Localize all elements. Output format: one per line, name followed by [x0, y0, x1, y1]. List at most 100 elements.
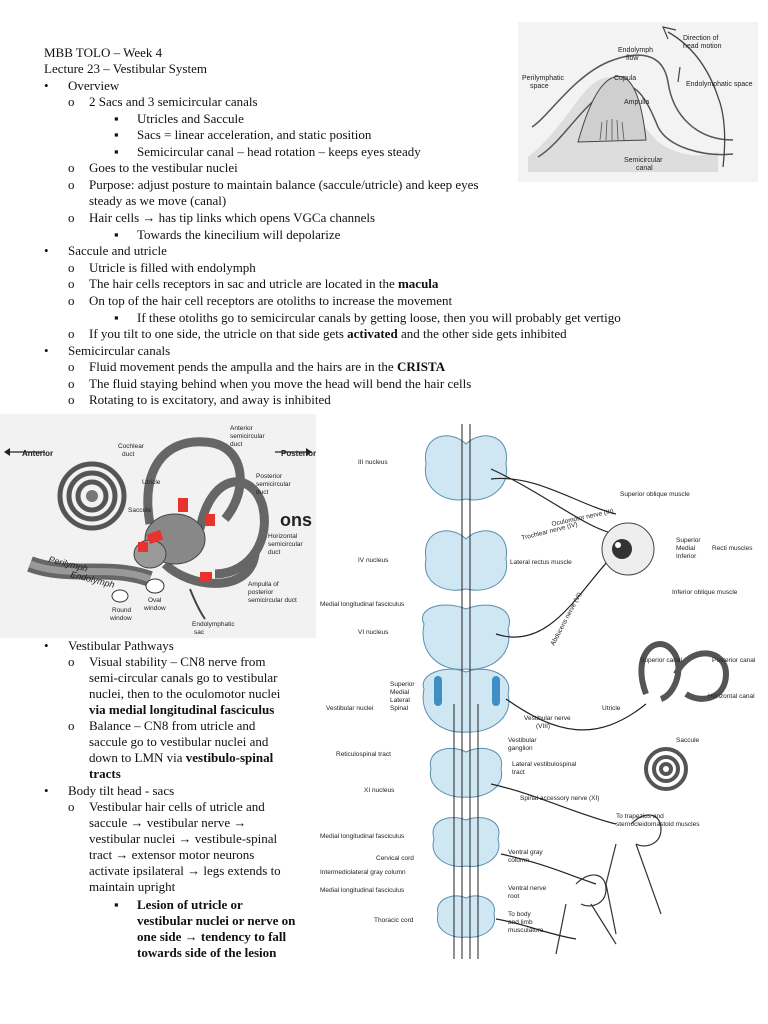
pathways-lesion-3: one side → tendency to fall — [137, 929, 287, 944]
label-sac: sac — [194, 629, 205, 636]
label-superior-oblique: Superior oblique muscle — [620, 491, 690, 498]
label-head-motion: head motion — [683, 43, 722, 50]
label-med-recti: Medial — [676, 545, 696, 552]
bullet-circle: o — [68, 276, 75, 291]
label-endolymph: Endolymph — [618, 47, 653, 54]
label-cupula: Cupula — [614, 75, 636, 82]
label-canal: canal — [636, 165, 653, 172]
label-spinal-accessory: Spinal accessory nerve (XI) — [520, 795, 599, 802]
label-superior-canal: Superior canal — [640, 657, 682, 664]
label-vestibular-ganglion-1: Vestibular — [508, 737, 537, 744]
label-abducens: Abducens nerve (VI) — [550, 591, 584, 647]
outline-fluid-pre: Fluid movement pends the ampulla and the… — [89, 359, 397, 374]
label-vestibular-nuclei: Vestibular nuclei — [326, 705, 373, 712]
label-to-body-2: and limb — [508, 919, 533, 926]
label-posterior-dir: Posterior — [281, 449, 316, 458]
inner-ear-diagram: Anterior Posterior Perilymph Endolymph — [4, 425, 316, 636]
label-duct-p: duct — [256, 489, 268, 496]
bullet-circle: o — [68, 160, 75, 175]
doc-header-course: MBB TOLO – Week 4 — [44, 45, 163, 60]
bullet-circle: o — [68, 359, 75, 374]
label-to-trapezius-2: sternocleidomastoid muscles — [616, 821, 700, 828]
bullet-circle: o — [68, 718, 75, 733]
bullet-circle: o — [68, 654, 75, 669]
bullet-square: ▪ — [114, 897, 119, 912]
figure-vestibular-pathways: III nucleus IV nucleus Medial longitudin… — [316, 414, 768, 970]
label-anterior-dir: Anterior — [22, 449, 53, 458]
bullet-circle: o — [68, 210, 75, 225]
label-inf-recti: Inferior — [676, 553, 697, 560]
label-semicircular-h: semicircular — [268, 541, 304, 548]
label-recti: Recti muscles — [712, 545, 753, 552]
outline-otoliths: On top of the hair cell receptors are ot… — [89, 293, 453, 308]
label-ventral-gray-1: Ventral gray — [508, 849, 543, 856]
pathways-visual-3: nuclei, then to the oculomotor nuclei — [89, 686, 281, 701]
bullet-circle: o — [68, 799, 75, 814]
bullet-square: ▪ — [114, 310, 119, 325]
pathways-balance-3-bold: vestibulo-spinal — [185, 750, 274, 765]
label-horizontal-canal: Horizontal canal — [708, 693, 755, 700]
bullet-disc: • — [44, 343, 49, 358]
label-ventral-gray-2: column — [508, 857, 529, 864]
label-space: space — [530, 83, 549, 90]
outline-tilt-post: and the other side gets inhibited — [397, 326, 567, 341]
pathways-tilt-5: activate ipsilateral → legs extends to — [89, 863, 281, 878]
label-perilymphatic: Perilymphatic — [522, 75, 565, 82]
label-utricle: Utricle — [142, 479, 161, 486]
bullet-circle: o — [68, 376, 75, 391]
label-flow: flow — [626, 55, 639, 62]
label-lateral: Lateral — [390, 697, 410, 704]
pathways-tilt-1: Vestibular hair cells of utricle and — [89, 799, 265, 814]
label-semicircular-p: semicircular — [256, 481, 292, 488]
outline-tilt: If you tilt to one side, the utricle on … — [89, 326, 567, 342]
label-vi-nucleus: VI nucleus — [358, 629, 389, 636]
label-to-trapezius-1: To trapezius and — [616, 813, 664, 820]
outline-hair-cells: Hair cells → has tip links which opens V… — [89, 210, 376, 225]
label-trochlear: Trochlear nerve (IV) — [521, 521, 579, 542]
pathways-body-tilt: Body tilt head - sacs — [68, 783, 175, 798]
label-iv-nucleus: IV nucleus — [358, 557, 389, 564]
pathways-tilt-3: vestibular nuclei → vestibule-spinal — [89, 831, 278, 846]
label-viii: (VIII) — [536, 723, 550, 730]
label-oval: Oval — [148, 597, 162, 604]
outline-towards-kinocilium: Towards the kinecilium will depolarize — [137, 227, 341, 242]
pathways-lesion-1: Lesion of utricle or — [137, 897, 243, 912]
label-spinal: Spinal — [390, 705, 409, 712]
bullet-square: ▪ — [114, 227, 119, 242]
figure-inner-ear: Anterior Posterior Perilymph Endolymph — [0, 414, 316, 638]
pathways-tilt-4: tract → extensor motor neurons — [89, 847, 255, 862]
label-medial: Medial — [390, 689, 410, 696]
label-cochlear: Cochlear — [118, 443, 145, 450]
pathways-visual-2: semi-circular canals go to vestibular — [89, 670, 278, 685]
label-ventral-root-2: root — [508, 893, 519, 900]
label-mlf: Medial longitudinal fasciculus — [320, 601, 405, 608]
bullet-disc: • — [44, 638, 49, 653]
label-vestibular-ganglion-2: ganglion — [508, 745, 533, 752]
label-to-body-3: musculature — [508, 927, 544, 934]
label-ventral-root-1: Ventral nerve — [508, 885, 547, 892]
bullet-circle: o — [68, 326, 75, 341]
pathways-title: Vestibular Pathways — [68, 638, 174, 653]
label-mlf-3: Medial longitudinal fasciculus — [320, 887, 405, 894]
label-superior: Superior — [390, 681, 415, 688]
bullet-square: ▪ — [114, 111, 119, 126]
pathways-balance-3: down to LMN via vestibulo-spinal — [89, 750, 273, 766]
label-direction: Direction of — [683, 35, 718, 42]
outline-utricle-filled: Utricle is filled with endolymph — [89, 260, 256, 275]
label-reticulospinal: Reticulospinal tract — [336, 751, 391, 758]
label-posterior-canal: Posterior canal — [712, 657, 756, 664]
label-sup-recti: Superior — [676, 537, 701, 544]
label-lat-vst-2: tract — [512, 769, 525, 776]
label-vestibular-nerve: Vestibular nerve — [524, 715, 571, 722]
label-saccule: Saccule — [128, 507, 152, 514]
ampulla-diagram: Direction of head motion Endolymph flow … — [522, 26, 753, 172]
outline-crista: CRISTA — [396, 359, 446, 374]
pathways-diagram: III nucleus IV nucleus Medial longitudin… — [320, 424, 756, 959]
outline-overview: Overview — [68, 78, 120, 93]
outline-rotating: Rotating to is excitatory, and away is i… — [89, 392, 331, 407]
label-to-body-1: To body — [508, 911, 532, 918]
label-horizontal: Horizontal — [268, 533, 298, 540]
label-lateral-rectus: Lateral rectus muscle — [510, 559, 572, 566]
label-inferior-oblique: Inferior oblique muscle — [672, 589, 738, 596]
outline-purpose-1: Purpose: adjust posture to maintain bala… — [89, 177, 479, 192]
